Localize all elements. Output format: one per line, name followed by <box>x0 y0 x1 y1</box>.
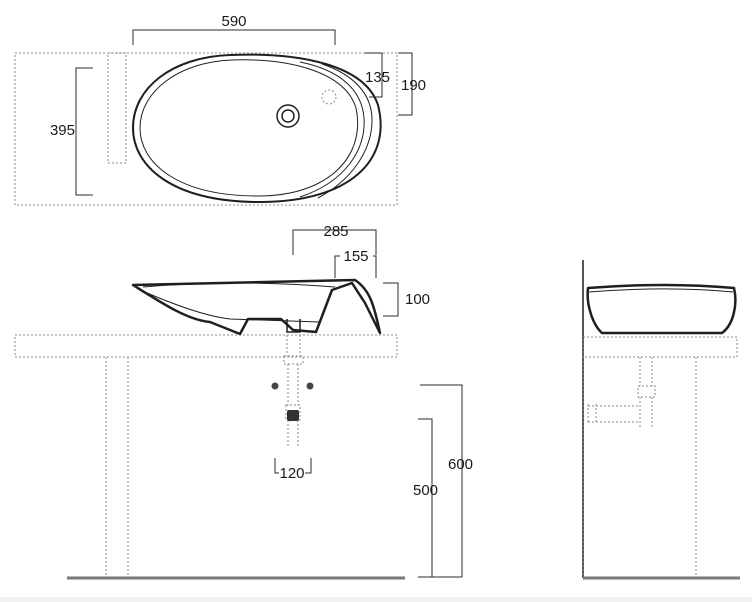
dim-label-600: 600 <box>448 456 473 473</box>
dim-label-100: 100 <box>405 291 430 308</box>
dim-line-155 <box>334 255 377 278</box>
side-countertop <box>582 336 738 358</box>
dim-line-100 <box>383 282 399 317</box>
top-view-wall-strip <box>107 52 127 164</box>
drain-inner <box>281 109 295 123</box>
dim-line-285 <box>292 229 377 255</box>
drain-outer <box>276 104 300 128</box>
dim-label-135: 135 <box>365 69 390 86</box>
top-view: 590 395 135 190 <box>14 13 426 206</box>
fixing-bolt-left <box>271 382 279 390</box>
dim-label-155: 155 <box>343 248 368 265</box>
front-view: 285 155 100 120 600 500 <box>14 223 473 580</box>
basin-front-profile <box>131 278 382 336</box>
front-support-leg <box>105 357 129 576</box>
basin-rim-contour-2 <box>317 63 373 199</box>
front-trap-nut <box>287 410 299 421</box>
top-view-countertop-outline <box>14 52 398 206</box>
dim-line-120 <box>274 458 312 474</box>
dim-line-135 <box>365 52 383 98</box>
dim-label-120: 120 <box>279 465 304 482</box>
basin-outer-rim <box>131 53 382 204</box>
fixing-bolt-right <box>306 382 314 390</box>
front-siphon-pipe <box>283 335 304 446</box>
dim-label-395: 395 <box>50 122 75 139</box>
bottom-divider <box>0 597 752 602</box>
dim-line-190 <box>398 52 413 116</box>
basin-drain-stem <box>286 319 301 333</box>
side-support-leg <box>582 357 697 576</box>
basin-front-inner-line <box>139 289 321 323</box>
dim-line-590 <box>132 29 336 45</box>
dim-label-190: 190 <box>401 77 426 94</box>
front-countertop <box>14 334 398 358</box>
dim-label-590: 590 <box>221 13 246 30</box>
side-basin-rim <box>588 288 734 293</box>
dim-line-500 <box>418 418 433 578</box>
side-siphon-pipe <box>587 357 656 428</box>
side-basin-profile <box>586 283 737 335</box>
dim-label-285: 285 <box>323 223 348 240</box>
side-view <box>582 260 740 580</box>
basin-front-upper-edge <box>142 282 336 288</box>
tap-hole-marker <box>321 89 337 105</box>
basin-rim-contour-1 <box>299 61 365 198</box>
dim-line-600 <box>420 384 463 578</box>
dim-label-500: 500 <box>413 482 438 499</box>
basin-inner-rim <box>139 59 358 197</box>
dim-line-395 <box>75 67 93 196</box>
